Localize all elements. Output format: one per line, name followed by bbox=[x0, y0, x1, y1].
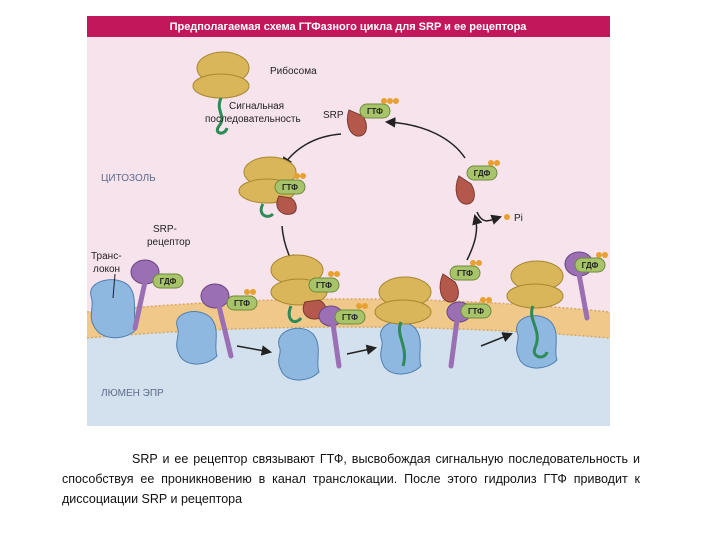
label-signal-2: последовательность bbox=[205, 114, 301, 125]
nt-gtp-receptor-2: ГТФ bbox=[234, 299, 250, 308]
ribosome-srp-complex: ГТФ bbox=[238, 156, 306, 218]
nt-gtp-complex: ГТФ bbox=[282, 183, 298, 192]
nt-gdp-right: ГДФ bbox=[474, 169, 491, 178]
arrow-dissociate bbox=[466, 213, 483, 261]
translocon-center bbox=[278, 327, 320, 381]
srp-receptor-docked: ГТФ bbox=[318, 303, 368, 369]
nt-gtp-docked-receptor: ГТФ bbox=[342, 313, 358, 322]
phosphate-free bbox=[504, 214, 510, 220]
srp-gtp-top: ГТФ bbox=[346, 98, 399, 137]
ribosome-right bbox=[506, 260, 564, 359]
srp-receptor-left: ГДФ bbox=[130, 259, 184, 331]
nt-gtp-top: ГТФ bbox=[367, 107, 383, 116]
nt-gdp-receptor: ГДФ bbox=[160, 277, 177, 286]
label-pi: Pi bbox=[514, 213, 523, 224]
ribosome-translocating bbox=[374, 276, 432, 367]
label-receptor-2: рецептор bbox=[147, 237, 191, 248]
label-translocon-2: локон bbox=[93, 264, 120, 275]
srp-gtp-released: ГТФ bbox=[439, 260, 482, 303]
nt-gtp-released-receptor: ГТФ bbox=[468, 307, 484, 316]
gtpase-cycle-diagram: Предполагаемая схема ГТФазного цикла для… bbox=[87, 16, 610, 426]
label-ribosome: Рибосома bbox=[270, 65, 317, 77]
srp-gdp-right: ГДФ bbox=[455, 160, 500, 205]
translocon-2 bbox=[176, 311, 218, 365]
srp-receptor-released: ГТФ bbox=[446, 297, 492, 369]
nt-gtp-docked-srp: ГТФ bbox=[316, 281, 332, 290]
caption-text: SRP и ее рецептор связывают ГТФ, высвобо… bbox=[62, 452, 640, 506]
label-lumen: ЛЮМЕН ЭПР bbox=[101, 388, 164, 399]
label-signal-1: Сигнальная bbox=[229, 101, 284, 112]
label-srp: SRP bbox=[323, 110, 344, 121]
srp-receptor-2: ГТФ bbox=[200, 283, 258, 359]
figure-title: Предполагаемая схема ГТФазного цикла для… bbox=[170, 21, 528, 33]
label-cytosol: ЦИТОЗОЛЬ bbox=[101, 173, 156, 184]
title-banner bbox=[87, 16, 610, 37]
ribosome-free bbox=[192, 51, 250, 135]
arrow-membrane-3 bbox=[480, 332, 513, 347]
arrow-gdp-to-srp bbox=[384, 117, 466, 159]
arrow-membrane-2 bbox=[346, 344, 378, 355]
label-translocon-1: Транс- bbox=[91, 251, 122, 262]
arrow-membrane-1 bbox=[236, 345, 273, 356]
label-receptor-1: SRP- bbox=[153, 224, 177, 235]
ribosome-docked: ГТФ bbox=[270, 254, 340, 323]
srp-receptor-right: ГДФ bbox=[564, 251, 608, 321]
nt-gtp-released-srp: ГТФ bbox=[457, 269, 473, 278]
figure-caption: SRP и ее рецептор связывают ГТФ, высвобо… bbox=[62, 449, 640, 509]
nt-gdp-receptor-right: ГДФ bbox=[582, 261, 599, 270]
